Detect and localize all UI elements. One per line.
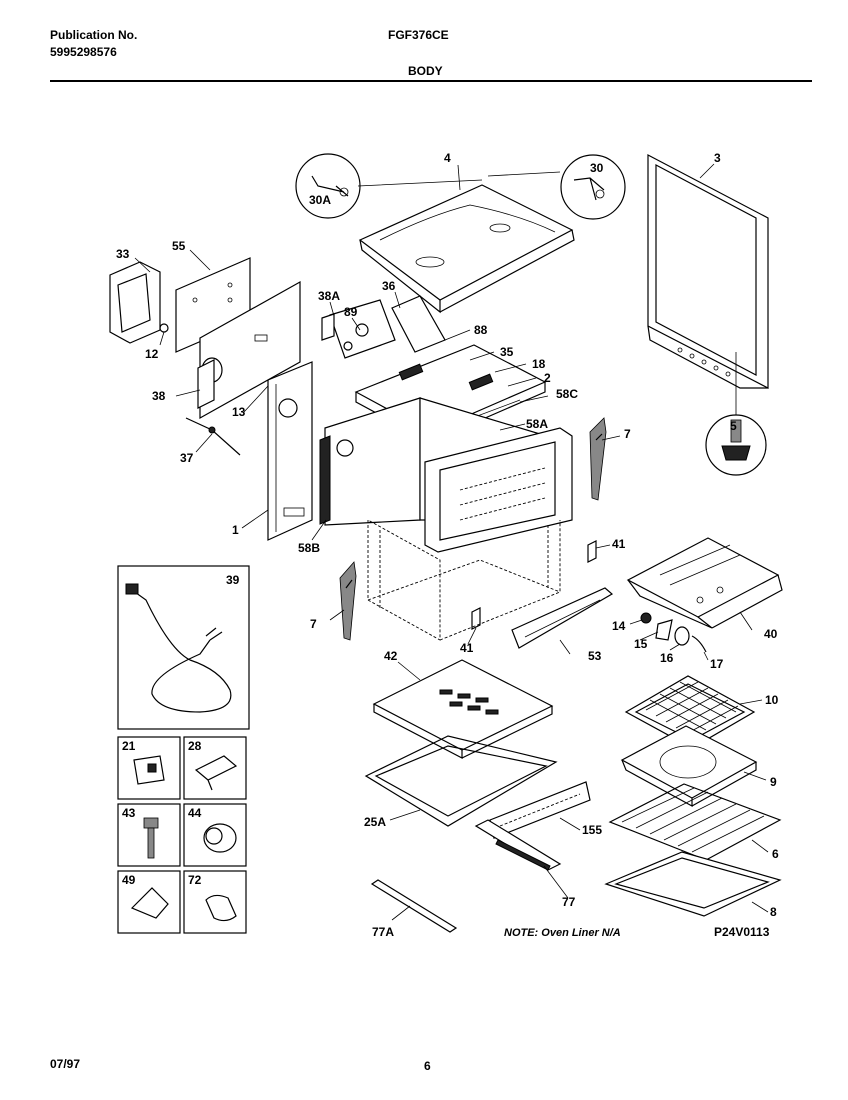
- callout-30a: 30A: [309, 193, 331, 207]
- part-155-shield: [489, 781, 591, 839]
- callout-41-upper: 41: [612, 537, 626, 551]
- callout-58b: 58B: [298, 541, 320, 555]
- callout-53: 53: [588, 649, 602, 663]
- callout-155: 155: [582, 823, 602, 837]
- callout-36: 36: [382, 279, 396, 293]
- part-7-hinge-lower: [339, 561, 357, 641]
- callout-5: 5: [730, 419, 737, 433]
- callout-12: 12: [145, 347, 159, 361]
- callout-1: 1: [232, 523, 239, 537]
- callout-33: 33: [116, 247, 130, 261]
- callout-72: 72: [188, 873, 202, 887]
- part-7-hinge-upper: [589, 417, 607, 501]
- callout-77a: 77A: [372, 925, 394, 939]
- callout-8: 8: [770, 905, 777, 919]
- detail-circle-30: [560, 154, 626, 220]
- box-21-clip: [117, 736, 181, 800]
- part-3-frame: [647, 154, 769, 389]
- valve-manifold: [321, 295, 446, 359]
- part-9-broiler-pan: [620, 725, 758, 808]
- callout-6: 6: [772, 847, 779, 861]
- oven-lower-frame: [367, 519, 561, 641]
- callout-3: 3: [714, 151, 721, 165]
- callout-17: 17: [710, 657, 724, 671]
- callout-35: 35: [500, 345, 514, 359]
- box-44-grommet: [183, 803, 247, 867]
- header-rule: [50, 80, 812, 82]
- part-41-clip-upper: [587, 540, 597, 563]
- callout-88: 88: [474, 323, 488, 337]
- callout-30: 30: [590, 161, 604, 175]
- part-37-wire: [185, 417, 241, 456]
- callout-28: 28: [188, 739, 202, 753]
- part-16-igniter: [674, 626, 690, 646]
- callout-77: 77: [562, 895, 576, 909]
- callout-42: 42: [384, 649, 398, 663]
- page-number: 6: [424, 1059, 431, 1073]
- box-72-cap: [183, 870, 247, 934]
- oven-liner-note: NOTE: Oven Liner N/A: [504, 927, 621, 939]
- callout-7-upper: 7: [624, 427, 631, 441]
- callout-38a: 38A: [318, 289, 340, 303]
- callout-49: 49: [122, 873, 136, 887]
- callout-10: 10: [765, 693, 779, 707]
- callout-37: 37: [180, 451, 194, 465]
- part-77a-strip: [370, 879, 458, 933]
- callout-40: 40: [764, 627, 778, 641]
- part-12-fastener: [159, 323, 169, 333]
- callout-labels: 4 3 30 30A 33 55 38A 36 89 88 35 18 2 58…: [116, 151, 779, 939]
- box-49-bracket: [117, 870, 181, 934]
- drawing-code: P24V0113: [714, 925, 770, 939]
- publication-number: 5995298576: [50, 45, 117, 59]
- part-8-oven-bottom: [604, 851, 782, 917]
- part-4-top-panel: [358, 184, 575, 314]
- leader-lines: [134, 163, 769, 921]
- part-1-side-panel: [199, 280, 313, 541]
- callout-43: 43: [122, 806, 136, 820]
- callout-58c: 58C: [556, 387, 578, 401]
- detail-circle-5-leveling-leg: [705, 352, 767, 476]
- part-53-rail: [511, 587, 614, 649]
- part-77-panel: [474, 819, 562, 871]
- part-17-wire: [691, 635, 707, 653]
- part-14-orifice: [640, 612, 652, 624]
- part-6-oven-rack: [608, 783, 782, 861]
- publication-label: Publication No.: [50, 28, 138, 42]
- callout-58a: 58A: [526, 417, 548, 431]
- part-25a-frame: [364, 735, 558, 827]
- callout-7-lower: 7: [310, 617, 317, 631]
- detail-circle-30a: [295, 153, 361, 219]
- callout-13: 13: [232, 405, 246, 419]
- part-38-strap: [197, 359, 215, 409]
- part-33-bracket: [109, 261, 161, 344]
- section-title: BODY: [408, 64, 443, 78]
- callout-38: 38: [152, 389, 166, 403]
- callout-41-lower: 41: [460, 641, 474, 655]
- footer-date: 07/97: [50, 1057, 81, 1071]
- part-40-burner-tray: [626, 537, 783, 629]
- callout-14: 14: [612, 619, 626, 633]
- oven-cavity: [319, 397, 573, 553]
- callout-21: 21: [122, 739, 136, 753]
- callout-25a: 25A: [364, 815, 386, 829]
- callout-4: 4: [444, 151, 451, 165]
- callout-9: 9: [770, 775, 777, 789]
- callout-44: 44: [188, 806, 202, 820]
- callout-18: 18: [532, 357, 546, 371]
- part-42-bottom-panel: [372, 659, 554, 759]
- part-41-clip-lower: [471, 607, 481, 630]
- callout-16: 16: [660, 651, 674, 665]
- part-15-bracket: [655, 619, 673, 641]
- callout-89: 89: [344, 305, 358, 319]
- box-43-screw: [117, 803, 181, 867]
- callout-15: 15: [634, 637, 648, 651]
- callout-39: 39: [226, 573, 240, 587]
- box-39-power-cord: [117, 565, 250, 730]
- callout-55: 55: [172, 239, 186, 253]
- box-28-bracket: [183, 736, 247, 800]
- callout-2: 2: [544, 371, 551, 385]
- model-number: FGF376CE: [388, 28, 449, 42]
